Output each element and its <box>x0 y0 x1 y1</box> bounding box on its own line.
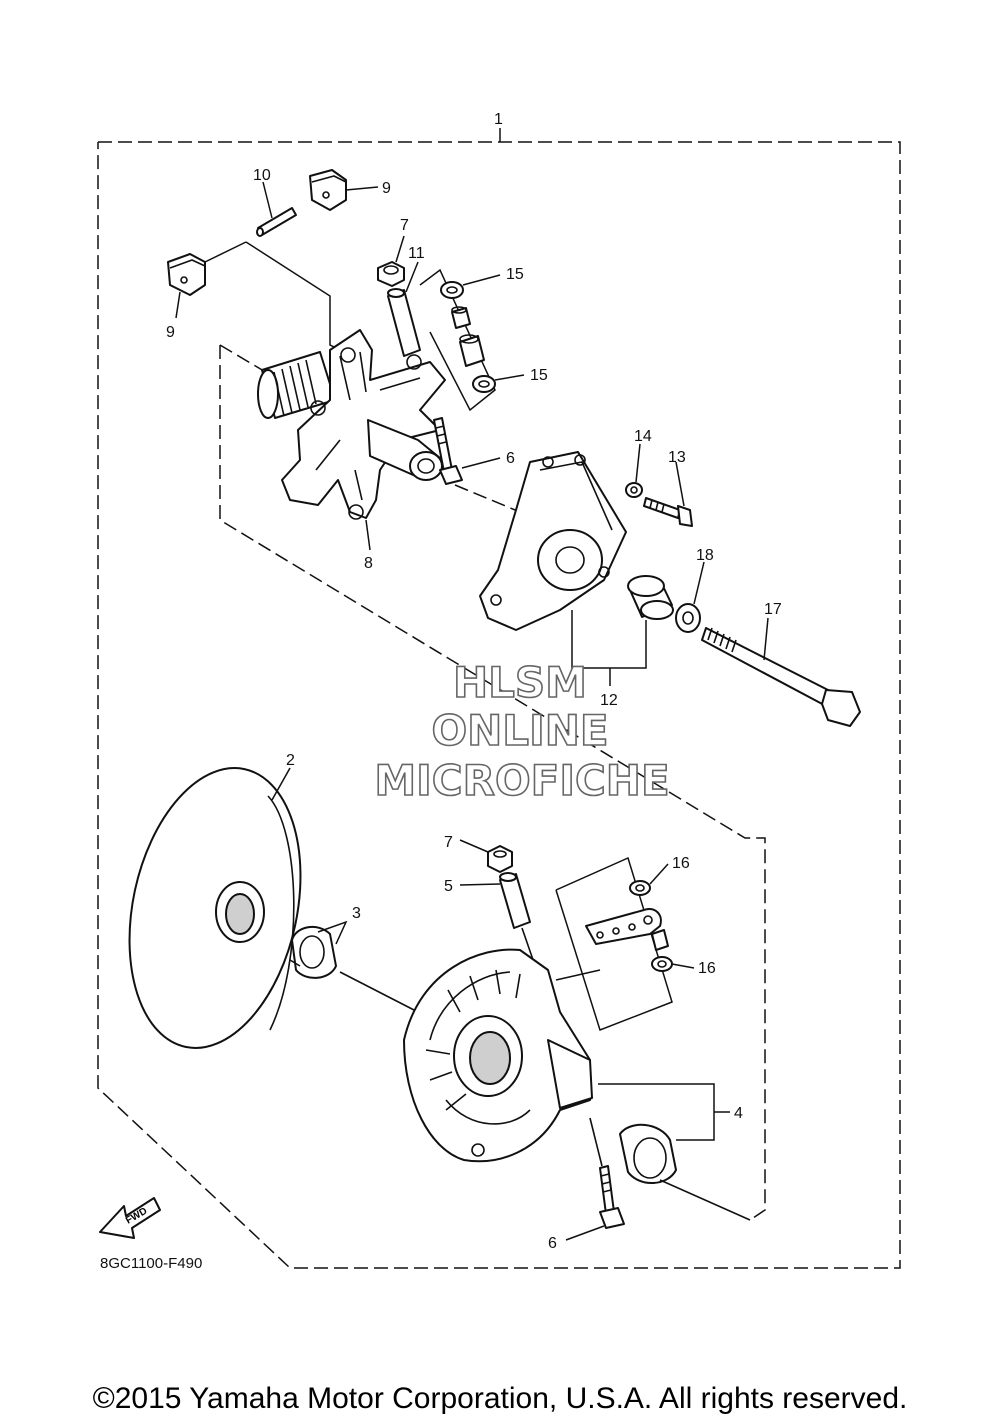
part-5-collar <box>499 872 531 929</box>
part-11-collar <box>387 288 421 357</box>
callout-7a: 7 <box>400 217 409 234</box>
callout-18: 18 <box>696 547 714 564</box>
part-9-weight-top <box>309 169 347 211</box>
part-roller-mid <box>459 334 485 367</box>
callout-17: 17 <box>764 601 782 618</box>
part-4-bushing <box>619 1123 677 1185</box>
part-7-nut-top <box>377 261 405 287</box>
callout-15b: 15 <box>530 367 548 384</box>
part-14-washer <box>625 482 643 498</box>
part-17-long-bolt <box>701 627 861 727</box>
part-13-bolt <box>643 497 693 527</box>
part-15-washer-bottom <box>472 375 496 393</box>
part-12-cover <box>479 451 627 631</box>
part-15-washer-top <box>440 281 464 299</box>
diagram-code: 8GC1100-F490 <box>100 1255 202 1272</box>
part-weight-arm <box>585 908 662 945</box>
callout-13: 13 <box>668 449 686 466</box>
part-3-collar <box>289 925 337 979</box>
part-roller-lower <box>651 929 669 951</box>
callout-6b: 6 <box>548 1235 557 1252</box>
part-7-nut-lower <box>487 845 513 873</box>
assembly-boundary <box>97 141 901 1269</box>
callout-1: 1 <box>494 111 503 128</box>
callout-9a: 9 <box>382 180 391 197</box>
callout-2: 2 <box>286 752 295 769</box>
watermark-line-2: ONLINE <box>431 706 608 755</box>
callout-14: 14 <box>634 428 652 445</box>
callout-5: 5 <box>444 878 453 895</box>
part-18-washer <box>675 603 701 633</box>
watermark-line-1: HLSM <box>453 658 587 707</box>
callout-16a: 16 <box>672 855 690 872</box>
part-16-washer-bottom <box>651 956 673 972</box>
part-6-bolt-upper <box>433 417 463 485</box>
callout-3: 3 <box>352 905 361 922</box>
part-16-washer-top <box>629 880 651 896</box>
fwd-arrow-icon: FWD <box>99 1197 161 1239</box>
part-roller-top <box>451 306 471 329</box>
subassembly-boundary <box>219 345 766 1221</box>
part-4-movable-sheave <box>403 948 593 1163</box>
part-10-pin <box>256 207 297 237</box>
callout-10: 10 <box>253 167 271 184</box>
callout-8: 8 <box>364 555 373 572</box>
part-12-bushing <box>627 575 674 620</box>
part-6-bolt-lower <box>599 1165 625 1229</box>
callout-11: 11 <box>408 245 425 262</box>
watermark-line-3: MICROFICHE <box>374 756 669 805</box>
callout-4: 4 <box>734 1105 743 1122</box>
callout-15a: 15 <box>506 266 524 283</box>
callout-9b: 9 <box>166 324 175 341</box>
callout-12: 12 <box>600 692 618 709</box>
part-9-weight-left <box>167 253 206 296</box>
callout-16b: 16 <box>698 960 716 977</box>
part-8-spider <box>257 329 446 520</box>
callout-7b: 7 <box>444 834 453 851</box>
callout-6a: 6 <box>506 450 515 467</box>
copyright-notice: ©2015 Yamaha Motor Corporation, U.S.A. A… <box>93 1382 908 1415</box>
part-2-fixed-sheave <box>128 767 302 1049</box>
